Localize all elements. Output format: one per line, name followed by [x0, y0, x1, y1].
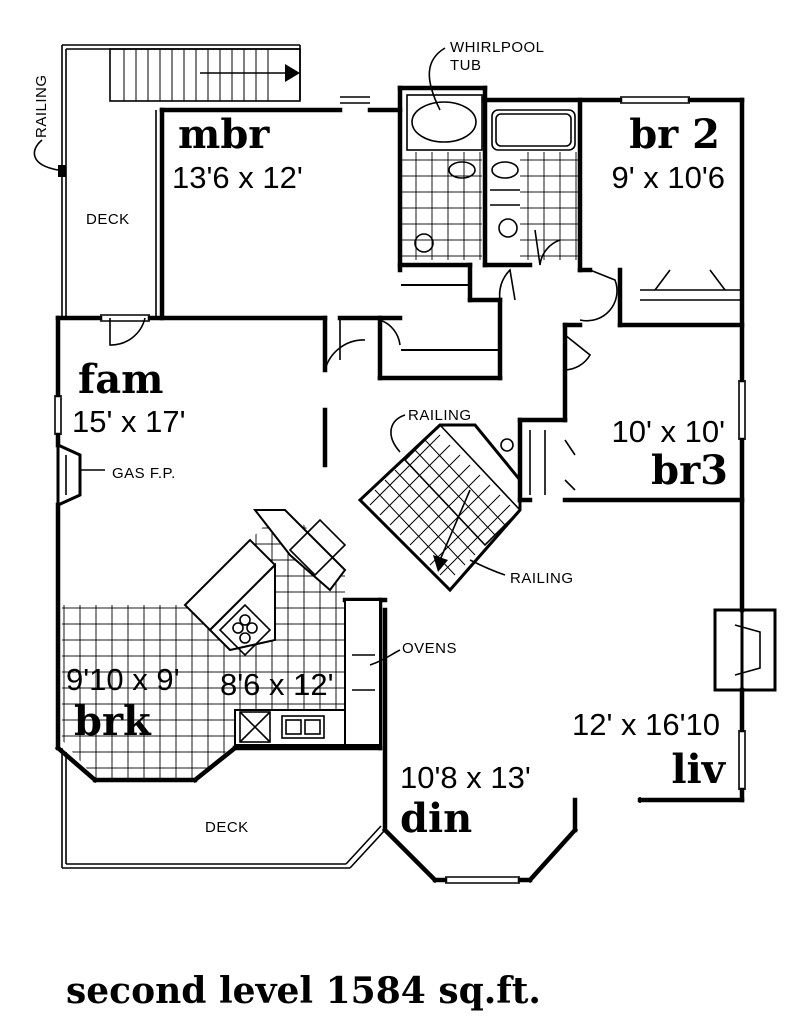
room-br3-dim: 10' x 10' [611, 414, 725, 449]
room-mbr-name: mbr [178, 111, 270, 158]
room-br2-dim: 9' x 10'6 [611, 160, 725, 195]
room-fam-name: fam [78, 356, 163, 403]
leader-lines [33, 47, 506, 666]
room-kitchen-dim: 8'6 x 12' [220, 667, 334, 702]
living-fireplace [713, 608, 777, 692]
label-railing-stair-top: RAILING [408, 407, 472, 424]
label-gas-fp: GAS F.P. [112, 465, 176, 482]
room-fam-dim: 15' x 17' [72, 404, 186, 439]
kitchen-counters [183, 509, 386, 746]
doors [109, 229, 740, 495]
deck-stairs [109, 48, 301, 102]
room-br2-name: br 2 [629, 111, 720, 158]
bathroom-fixtures [402, 94, 578, 260]
label-ovens: OVENS [402, 640, 457, 657]
room-mbr-dim: 13'6 x 12' [172, 160, 303, 195]
deck-bottom [61, 748, 386, 869]
room-br3-name: br3 [651, 447, 728, 494]
label-whirlpool-line1: WHIRLPOOL [450, 39, 545, 56]
label-railing-left: RAILING [33, 74, 50, 138]
room-liv-dim: 12' x 16'10 [572, 707, 720, 742]
plan-caption: second level 1584 sq.ft. [66, 970, 541, 1012]
label-deck-top: DECK [86, 211, 130, 228]
windows [54, 96, 746, 884]
label-railing-stair-bottom: RAILING [510, 570, 574, 587]
label-deck-bottom: DECK [205, 819, 249, 836]
room-brk-name: brk [74, 698, 152, 745]
gas-fireplace [56, 442, 105, 508]
room-brk-dim: 9'10 x 9' [66, 662, 180, 697]
room-liv-name: liv [671, 746, 726, 793]
deck-top [58, 44, 301, 318]
label-whirlpool-line2: TUB [450, 57, 482, 74]
room-din-dim: 10'8 x 13' [400, 760, 531, 795]
room-din-name: din [400, 795, 472, 842]
exterior-walls [54, 85, 745, 884]
stairwell [357, 423, 522, 593]
